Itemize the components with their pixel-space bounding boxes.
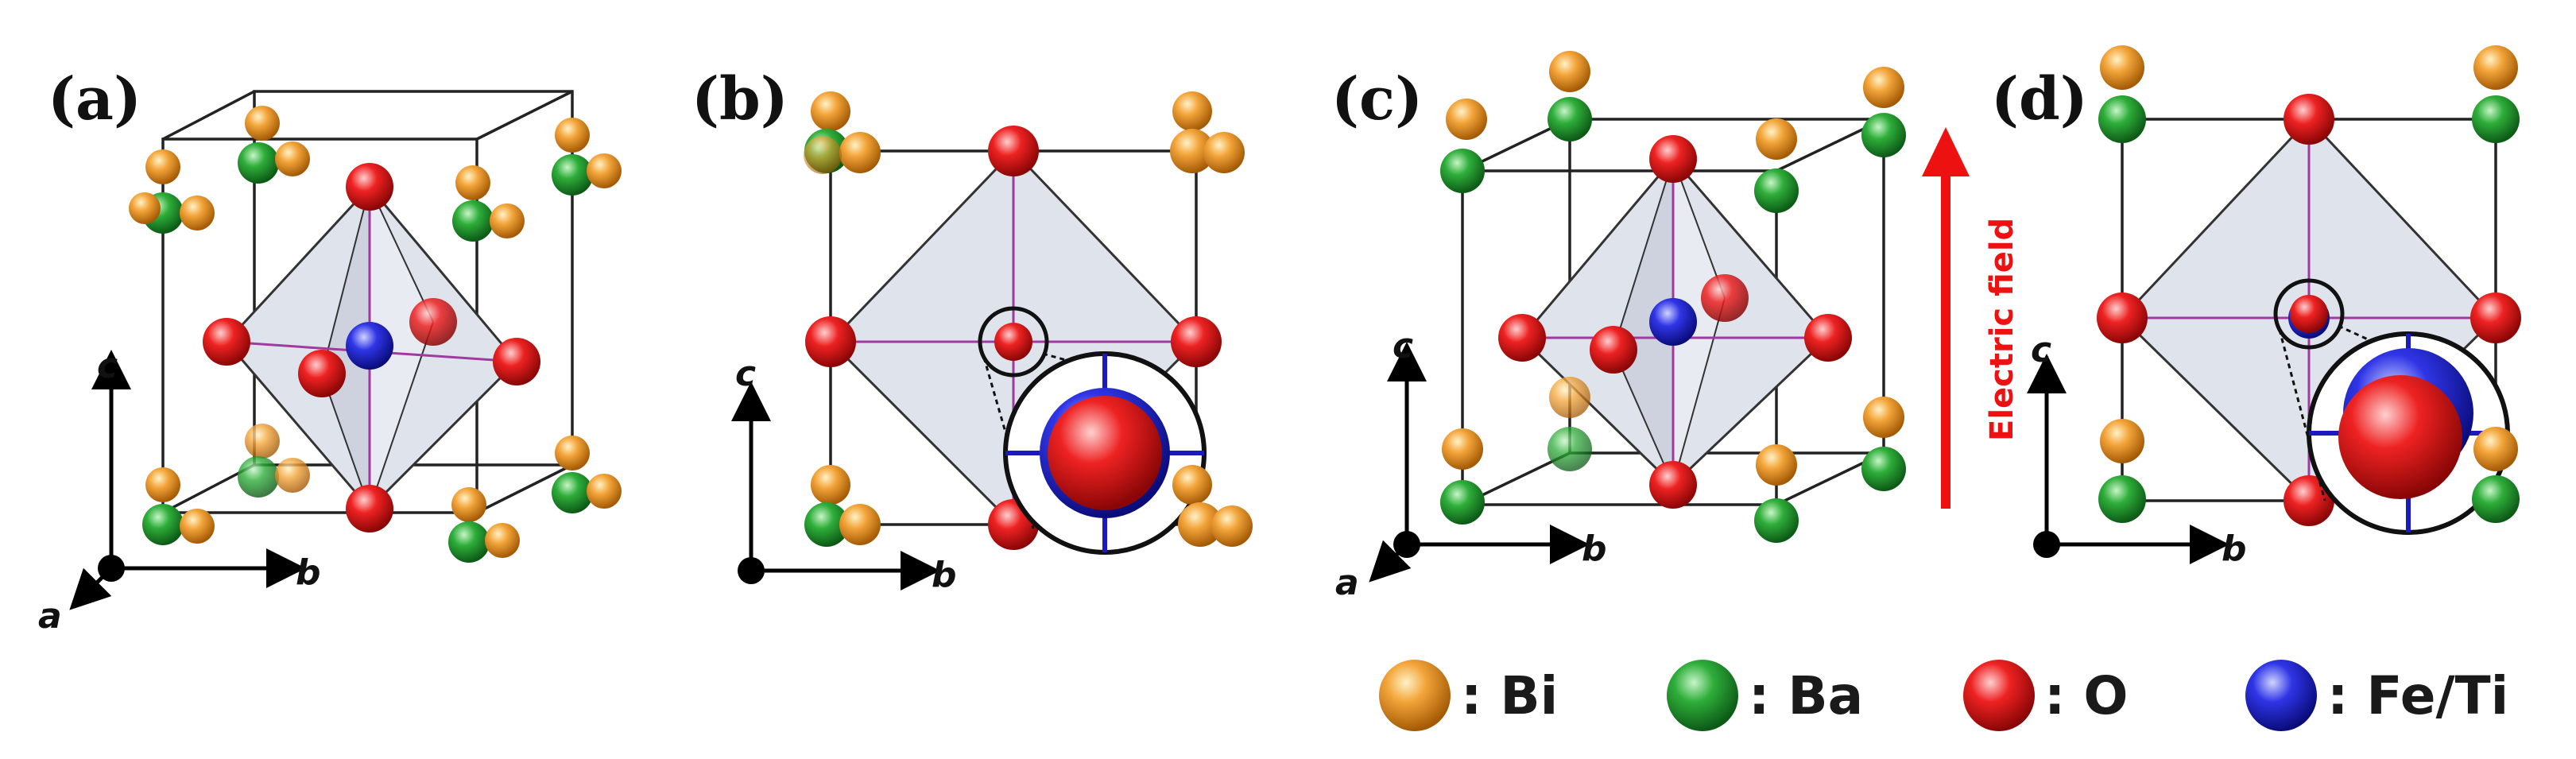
o-atom xyxy=(2470,292,2521,343)
legend-item-feti: : Fe/Ti xyxy=(2245,660,2508,731)
axes-triad xyxy=(69,350,306,610)
axis-a-label: a xyxy=(1335,563,1359,603)
o-atom xyxy=(1701,274,1749,322)
axis-c-label: c xyxy=(97,346,118,386)
o-atom xyxy=(298,350,346,397)
o-atom xyxy=(988,126,1039,176)
o-atom xyxy=(1048,396,1162,510)
zoom-source-circle xyxy=(2273,278,2345,350)
corner-clusters xyxy=(1440,51,1906,543)
panel-a: (a) xyxy=(38,65,622,637)
corner-clusters xyxy=(804,91,1253,547)
feti-atom xyxy=(1649,298,1697,346)
panel-c-label: (c) xyxy=(1331,65,1423,134)
o-atom xyxy=(2284,94,2334,145)
axes-triad xyxy=(2027,354,2229,564)
o-atom xyxy=(1804,314,1852,362)
legend-item-ba: : Ba xyxy=(1667,660,1863,731)
electric-field-arrow xyxy=(1922,127,1970,509)
panel-a-label: (a) xyxy=(48,65,141,134)
axes-triad xyxy=(1369,342,1590,583)
axis-c-label: c xyxy=(2031,330,2051,370)
legend-label-o: : O xyxy=(2044,665,2128,726)
o-atom xyxy=(1498,314,1546,362)
axis-b-label: b xyxy=(932,555,957,595)
panel-c: (c) xyxy=(1331,51,1906,603)
panel-d: (d) xyxy=(1991,45,2521,569)
zoom-source-circle xyxy=(978,306,1049,378)
o-atom xyxy=(805,316,856,367)
o-atom xyxy=(409,298,457,346)
o-atom-swatch xyxy=(1963,660,2035,731)
axes-triad xyxy=(731,381,940,591)
legend-item-bi: : Bi xyxy=(1379,660,1558,731)
corner-clusters xyxy=(2098,45,2520,523)
o-atom xyxy=(346,163,393,211)
feti-atom-swatch xyxy=(2245,660,2317,731)
panel-b: (b) c xyxy=(691,65,1253,595)
corner-clusters xyxy=(129,106,622,563)
axis-a-label: a xyxy=(38,596,62,637)
legend-item-o: : O xyxy=(1963,660,2128,731)
o-atom xyxy=(2338,375,2462,499)
axis-c-label: c xyxy=(735,354,756,394)
axis-c-label: c xyxy=(1393,326,1413,366)
o-atom xyxy=(1649,461,1697,509)
o-atom xyxy=(1171,316,1222,367)
legend-label-bi: : Bi xyxy=(1461,665,1558,726)
feti-atom xyxy=(346,322,393,370)
axis-b-label: b xyxy=(2222,529,2247,569)
o-atom xyxy=(493,338,540,385)
o-atom xyxy=(1590,326,1637,374)
zoom-inset xyxy=(1003,351,1207,555)
panel-b-label: (b) xyxy=(691,65,788,134)
ba-atom-swatch xyxy=(1667,660,1738,731)
o-atom xyxy=(994,323,1032,361)
o-atom xyxy=(203,318,250,366)
o-atom xyxy=(2290,295,2328,333)
atom-legend: : Bi : Ba : O : Fe/Ti xyxy=(1379,660,2508,731)
o-atom xyxy=(2284,475,2334,526)
bi-atom-swatch xyxy=(1379,660,1451,731)
legend-label-ba: : Ba xyxy=(1749,665,1863,726)
legend-label-feti: : Fe/Ti xyxy=(2327,665,2508,726)
o-atom xyxy=(346,485,393,532)
panel-d-label: (d) xyxy=(1991,65,2088,134)
axis-b-label: b xyxy=(1582,529,1607,569)
o-atom xyxy=(1649,135,1697,183)
axis-b-label: b xyxy=(296,552,321,593)
electric-field-label: Electric field xyxy=(1984,218,2020,441)
o-atom xyxy=(2097,292,2148,343)
